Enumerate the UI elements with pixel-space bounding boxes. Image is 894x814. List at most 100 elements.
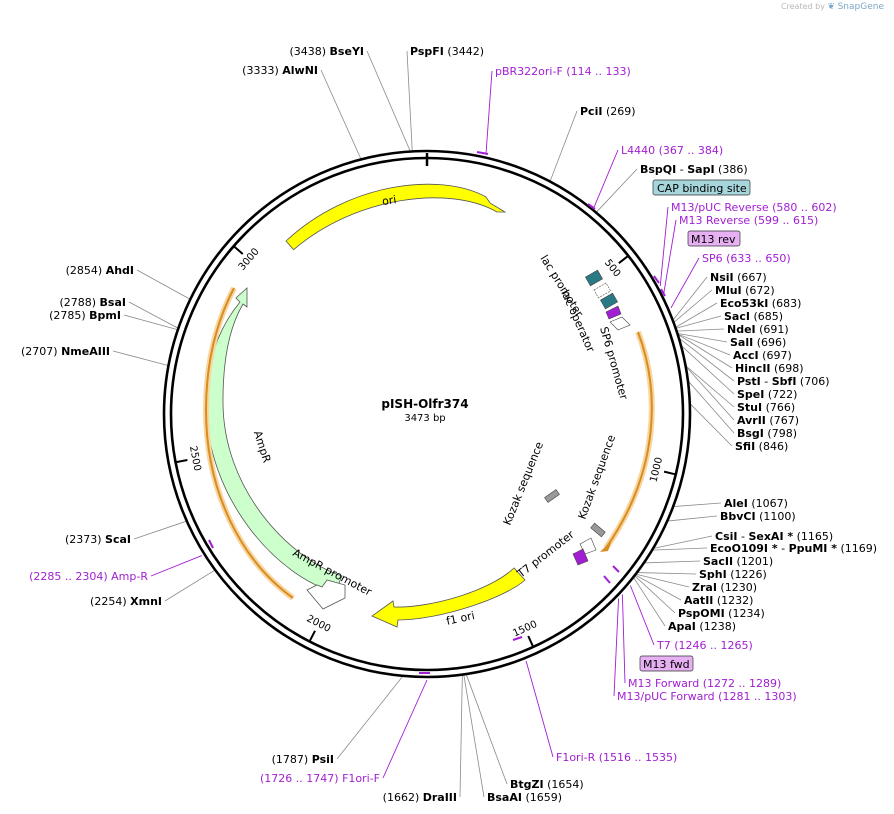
tick-3000 bbox=[233, 245, 244, 255]
ampr-feature-arrow[interactable] bbox=[205, 287, 343, 593]
enzyme-position: (3333) bbox=[242, 64, 282, 77]
ori-feature-arrow[interactable] bbox=[285, 183, 507, 251]
enzyme-site-apai[interactable]: ApaI (1238) bbox=[668, 620, 736, 633]
enzyme-site-mlui[interactable]: MluI (672) bbox=[715, 284, 775, 297]
enzyme-site-bbvci[interactable]: BbvCI (1100) bbox=[720, 510, 796, 523]
enzyme-site-sacii[interactable]: SacII (1201) bbox=[703, 555, 773, 568]
primer-f1ori-f[interactable]: (1726 .. 1747) F1ori-F bbox=[260, 772, 380, 785]
lac-promoter-mark[interactable] bbox=[593, 282, 611, 299]
primer-m13-forward[interactable]: M13 Forward (1272 .. 1289) bbox=[628, 677, 781, 690]
enzyme-site-sfii[interactable]: SfiI (846) bbox=[735, 440, 788, 453]
enzyme-site-eco53ki[interactable]: Eco53kI (683) bbox=[720, 297, 801, 310]
enzyme-site-bsgi[interactable]: BsgI (798) bbox=[737, 427, 797, 440]
enzyme-site-draiii[interactable]: (1662) DraIII bbox=[383, 791, 457, 804]
enzyme-site-ahdi[interactable]: (2854) AhdI bbox=[66, 264, 134, 277]
cap-binding-site-mark[interactable] bbox=[585, 269, 603, 287]
enzyme-leader-acci bbox=[677, 333, 731, 356]
m13-reverse-primer-mark[interactable] bbox=[653, 275, 660, 284]
m13-fwd-box[interactable]: M13 fwd bbox=[639, 655, 694, 672]
m13-rev-box[interactable]: M13 rev bbox=[687, 230, 741, 247]
enzyme-site-hincii[interactable]: HincII (698) bbox=[735, 362, 804, 375]
enzyme-leader-eco53ki bbox=[675, 302, 718, 328]
primer-l4440[interactable]: L4440 (367 .. 384) bbox=[621, 144, 723, 157]
enzyme-site-bpmi[interactable]: (2785) BpmI bbox=[49, 309, 121, 322]
enzyme-position: (1201) bbox=[733, 555, 773, 568]
label-leader-lines bbox=[112, 50, 735, 798]
enzyme-name: SpeI bbox=[737, 388, 764, 401]
enzyme-site-btgzi[interactable]: BtgZI (1654) bbox=[510, 778, 584, 791]
enzyme-site-alei[interactable]: AleI (1067) bbox=[724, 497, 788, 510]
enzyme-name: StuI bbox=[737, 401, 762, 414]
ampr-promoter-arrow[interactable] bbox=[306, 579, 346, 610]
enzyme-name: BsgI bbox=[737, 427, 764, 440]
enzyme-site-bsai[interactable]: (2788) BsaI bbox=[59, 296, 126, 309]
enzyme-site-sali[interactable]: SalI (696) bbox=[730, 336, 786, 349]
enzyme-position: (846) bbox=[755, 440, 788, 453]
enzyme-site-nsii[interactable]: NsiI (667) bbox=[710, 271, 767, 284]
enzyme-position: (691) bbox=[756, 323, 789, 336]
enzyme-site-bsaai[interactable]: BsaAI (1659) bbox=[487, 791, 562, 804]
enzyme-leader-btgzi bbox=[465, 673, 508, 785]
l4440-primer-mark[interactable] bbox=[587, 203, 596, 210]
enzyme-name: AlwNI bbox=[282, 64, 318, 77]
tick-label-2500: 2500 bbox=[187, 445, 203, 472]
enzyme-site-bseyi[interactable]: (3438) BseYI bbox=[289, 45, 364, 58]
enzyme-site-psti[interactable]: PstI - SbfI (706) bbox=[737, 375, 830, 388]
primer-sp6[interactable]: SP6 (633 .. 650) bbox=[702, 252, 791, 265]
primer-m13-puc-reverse[interactable]: M13/pUC Reverse (580 .. 602) bbox=[671, 201, 837, 214]
primer-pbr322ori-f[interactable]: pBR322ori-F (114 .. 133) bbox=[495, 65, 631, 78]
enzyme-site-xmni[interactable]: (2254) XmnI bbox=[90, 595, 162, 608]
enzyme-site-saci[interactable]: SacI (685) bbox=[724, 310, 783, 323]
enzyme-leader-hincii bbox=[677, 333, 733, 369]
enzyme-site-sphi[interactable]: SphI (1226) bbox=[699, 568, 767, 581]
enzyme-site-ecoo109i[interactable]: EcoO109I * - PpuMI * (1169) bbox=[710, 542, 877, 555]
enzyme-site-psii[interactable]: (1787) PsiI bbox=[272, 753, 334, 766]
primer-range: (114 .. 133) bbox=[563, 65, 631, 78]
enzyme-name: ApaI bbox=[668, 620, 696, 633]
enzyme-site-alwni[interactable]: (3333) AlwNI bbox=[242, 64, 318, 77]
enzyme-site-ndei[interactable]: NdeI (691) bbox=[727, 323, 789, 336]
enzyme-site-aatii[interactable]: AatII (1232) bbox=[684, 594, 753, 607]
enzyme-site-spei[interactable]: SpeI (722) bbox=[737, 388, 797, 401]
sp6-promoter-arrow-mark[interactable] bbox=[609, 316, 631, 331]
pbr322ori-f-primer-mark[interactable] bbox=[476, 151, 489, 155]
enzyme-site-pspomi[interactable]: PspOMI (1234) bbox=[678, 607, 765, 620]
primer-amp-r[interactable]: (2285 .. 2304) Amp-R bbox=[29, 570, 148, 583]
enzyme-separator: - bbox=[737, 530, 748, 543]
enzyme-site-pcii[interactable]: PciI (269) bbox=[580, 105, 636, 118]
enzyme-position: (798) bbox=[764, 427, 797, 440]
m13-forward-primer-mark[interactable] bbox=[603, 575, 611, 584]
kozak-sequence-2-mark[interactable] bbox=[590, 522, 606, 538]
enzyme-site-nmeaiii[interactable]: (2707) NmeAIII bbox=[21, 345, 110, 358]
t7-primer-mark[interactable] bbox=[612, 565, 620, 573]
enzyme-position: (3438) bbox=[289, 45, 329, 58]
kozak-sequence-2-label: Kozak sequence bbox=[576, 433, 619, 521]
enzyme-leader-bsgi bbox=[687, 380, 735, 434]
primer-m13-puc-forward[interactable]: M13/pUC Forward (1281 .. 1303) bbox=[617, 690, 797, 703]
tick-label-1500: 1500 bbox=[511, 619, 539, 640]
amp-r-primer-mark[interactable] bbox=[208, 539, 214, 549]
enzyme-site-zrai[interactable]: ZraI (1230) bbox=[692, 581, 757, 594]
enzyme-position: (1787) bbox=[272, 753, 312, 766]
cap-binding-site-box[interactable]: CAP binding site bbox=[652, 179, 751, 196]
enzyme-site-pspfi[interactable]: PspFI (3442) bbox=[410, 45, 484, 58]
enzyme-position: (683) bbox=[768, 297, 801, 310]
enzyme-name: BsaAI bbox=[487, 791, 522, 804]
primer-t7[interactable]: T7 (1246 .. 1265) bbox=[656, 639, 753, 652]
kozak-sequence-1-mark[interactable] bbox=[544, 489, 560, 503]
f1ori-r-primer-mark[interactable] bbox=[512, 636, 523, 641]
primer-f1ori-r[interactable]: F1ori-R (1516 .. 1535) bbox=[556, 751, 677, 764]
enzyme-site-avrii[interactable]: AvrII (767) bbox=[737, 414, 799, 427]
enzyme-site-bspqi[interactable]: BspQI - SapI (386) bbox=[640, 163, 748, 176]
enzyme-site-csii[interactable]: CsiI - SexAI * (1165) bbox=[715, 530, 833, 543]
t7-promoter-purple-mark[interactable] bbox=[572, 548, 589, 566]
sp6-promoter-purple-mark[interactable] bbox=[605, 305, 622, 320]
enzyme-site-scai[interactable]: (2373) ScaI bbox=[65, 533, 131, 546]
f1-ori-feature-arrow[interactable] bbox=[371, 567, 526, 628]
enzyme-site-acci[interactable]: AccI (697) bbox=[733, 349, 792, 362]
sp6-primer-mark[interactable] bbox=[660, 288, 666, 297]
primer-m13-reverse[interactable]: M13 Reverse (599 .. 615) bbox=[679, 214, 818, 227]
snapgene-logo: ❦ bbox=[827, 2, 836, 12]
enzyme-site-stui[interactable]: StuI (766) bbox=[737, 401, 795, 414]
lac-operator-mark[interactable] bbox=[600, 292, 618, 310]
